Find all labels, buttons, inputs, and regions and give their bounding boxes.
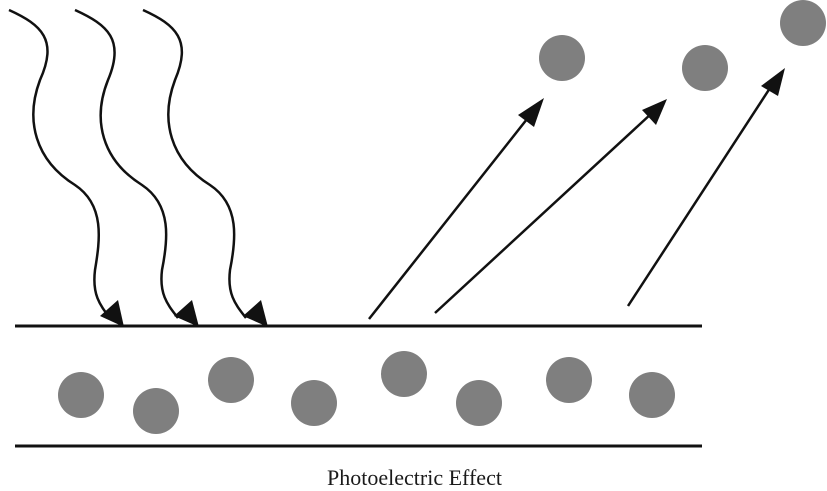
photon-arrowhead-1 — [100, 300, 124, 327]
photon-wave-3 — [142, 8, 247, 319]
incoming-photons — [8, 8, 268, 327]
photon-arrowhead-2 — [174, 300, 199, 327]
trajectory-arrowhead-1 — [518, 98, 544, 127]
bound-electron — [629, 372, 675, 418]
bound-electron — [456, 380, 502, 426]
bound-electron — [381, 351, 427, 397]
emitted-electrons — [539, 0, 826, 91]
photon-arrowhead-3 — [243, 300, 268, 327]
emitted-electron — [780, 0, 826, 46]
bound-electron — [208, 357, 254, 403]
emitted-trajectories — [368, 68, 785, 320]
bound-electron — [58, 372, 104, 418]
emitted-electron — [682, 45, 728, 91]
photon-wave-1 — [8, 8, 111, 319]
diagram-caption: Photoelectric Effect — [0, 466, 827, 490]
emitted-electron — [539, 35, 585, 81]
trajectory-arrowhead-3 — [761, 68, 785, 96]
photon-wave-2 — [74, 8, 179, 319]
trajectory-arrow-1 — [368, 113, 532, 320]
trajectory-arrow-3 — [626, 84, 774, 307]
trajectory-arrow-2 — [434, 112, 653, 314]
trajectory-arrowhead-2 — [642, 99, 667, 125]
bound-electrons — [58, 351, 675, 434]
bound-electron — [133, 388, 179, 434]
bound-electron — [546, 357, 592, 403]
caption-text: Photoelectric Effect — [327, 465, 502, 490]
bound-electron — [291, 380, 337, 426]
